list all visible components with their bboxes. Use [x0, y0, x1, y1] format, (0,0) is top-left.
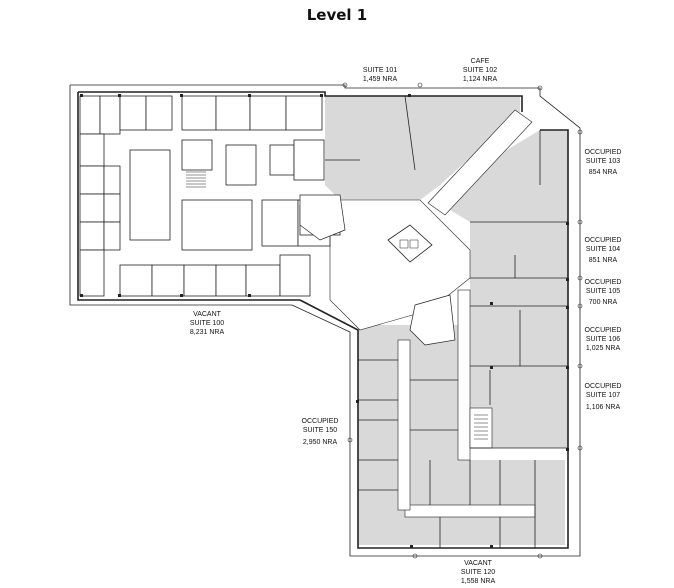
vertical-corridor	[457, 289, 471, 461]
suite-101-area: 1,459 NRA	[362, 76, 398, 83]
suite-101-102-area	[325, 96, 520, 200]
elevator-core	[387, 224, 433, 263]
structural-columns	[80, 94, 569, 548]
suite-103-name: SUITE 103	[585, 158, 621, 165]
restrooms	[299, 194, 456, 346]
suite-100-stair	[186, 171, 206, 188]
west-corridor-150	[397, 339, 411, 511]
suite-106-label: OCCUPIED SUITE 106 1,025 NRA	[585, 326, 622, 353]
suite-106-area: 1,025 NRA	[585, 345, 621, 352]
suite-100-status: VACANT	[193, 311, 221, 318]
corridors	[329, 109, 536, 518]
suite-120-label: VACANT SUITE 120 1,558 NRA	[461, 559, 495, 586]
suite-100-label: VACANT SUITE 100 8,231 NRA	[190, 310, 224, 337]
suite-107-label: OCCUPIED SUITE 107 1,106 NRA	[585, 382, 622, 412]
south-corridor	[404, 504, 536, 518]
suite-107-area: 1,106 NRA	[585, 404, 621, 411]
suite-102-status: CAFE	[470, 58, 490, 65]
suite-150-status: OCCUPIED	[301, 418, 339, 425]
suite-104-status: OCCUPIED	[584, 237, 622, 244]
suite-120-area	[415, 460, 565, 545]
suite-150-name: SUITE 150	[302, 427, 338, 434]
suite-105-name: SUITE 105	[585, 288, 621, 295]
south-stair	[474, 414, 488, 440]
suite-105-status: OCCUPIED	[584, 279, 622, 286]
suite-106-status: OCCUPIED	[584, 327, 622, 334]
suite-101-name: SUITE 101	[362, 67, 398, 74]
suite-102-label: CAFE SUITE 102 1,124 NRA	[463, 57, 497, 84]
boundary-markers	[342, 82, 583, 559]
outer-walls	[77, 91, 569, 549]
suite-103-label: OCCUPIED SUITE 103 854 NRA	[585, 148, 622, 177]
suite-100-name: SUITE 100	[189, 320, 225, 327]
suite-105-label: OCCUPIED SUITE 105 700 NRA	[585, 278, 622, 307]
page-title: Level 1	[306, 6, 368, 24]
suite-107-name: SUITE 107	[585, 392, 621, 399]
suite-102-name: SUITE 102	[462, 67, 498, 74]
suite-120-name: SUITE 120	[460, 569, 496, 576]
suite-104-area: 851 NRA	[588, 257, 618, 264]
outer-boundary	[69, 84, 581, 557]
suite-105-area	[470, 278, 568, 306]
suite-101-label: SUITE 101 1,459 NRA	[363, 66, 397, 84]
suite-100-area: 8,231 NRA	[189, 329, 225, 336]
suite-107-status: OCCUPIED	[584, 383, 622, 390]
north-partitions	[325, 95, 568, 449]
suite-103-area	[450, 130, 568, 222]
suite-104-area	[470, 222, 568, 278]
stair-block	[469, 407, 493, 449]
suite-106-area	[470, 306, 568, 366]
suite-104-label: OCCUPIED SUITE 104 851 NRA	[585, 236, 622, 265]
suite-103-area: 854 NRA	[588, 169, 618, 176]
suite-102-area: 1,124 NRA	[462, 76, 498, 83]
suite-120-status: VACANT	[464, 560, 492, 567]
suite-105-area: 700 NRA	[588, 299, 618, 306]
suite-106-name: SUITE 106	[585, 336, 621, 343]
suite-120-area: 1,558 NRA	[460, 578, 496, 585]
suite-104-name: SUITE 104	[585, 246, 621, 253]
suite-100-rooms	[79, 95, 341, 297]
suite-150-area: 2,950 NRA	[302, 439, 338, 446]
suite-150-label: OCCUPIED SUITE 150 2,950 NRA	[302, 417, 339, 447]
diagonal-corridor	[427, 109, 533, 216]
suite-103-status: OCCUPIED	[584, 149, 622, 156]
south-partitions	[358, 359, 536, 548]
